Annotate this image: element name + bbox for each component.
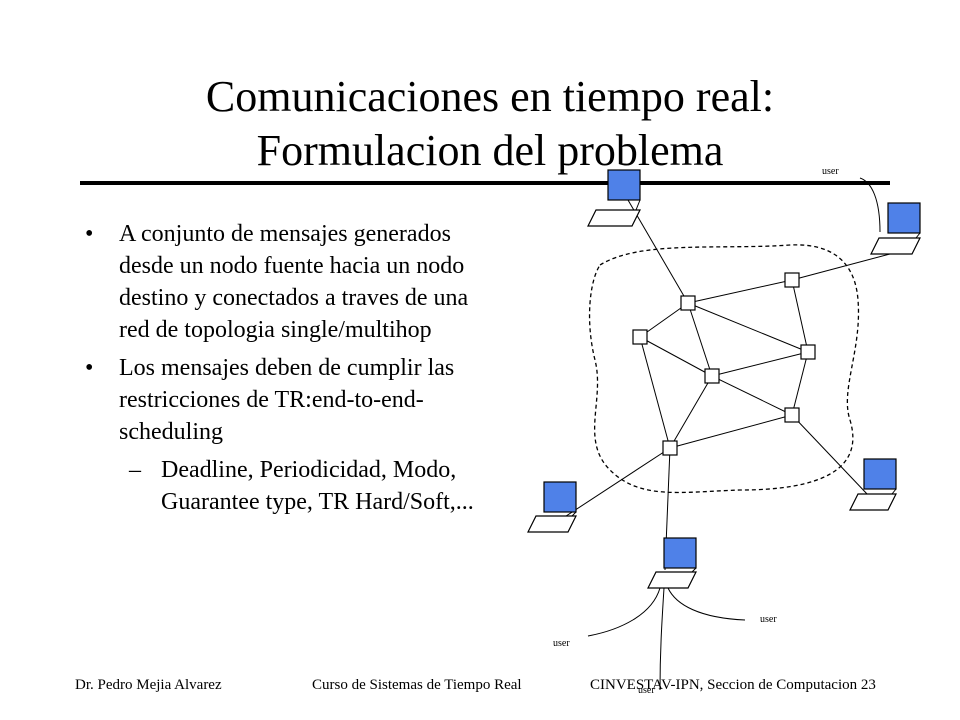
user-label: user — [638, 685, 655, 696]
sub-bullet-mark: – — [129, 457, 141, 483]
network-nodes — [632, 272, 816, 456]
network-links — [559, 199, 906, 571]
computer-icon — [587, 169, 641, 227]
footer-course: Curso de Sistemas de Tiempo Real — [312, 677, 522, 693]
title-line-1: Comunicaciones en tiempo real: — [205, 72, 775, 121]
user-label: user — [760, 614, 777, 625]
user-connections — [587, 177, 881, 691]
network-node — [784, 407, 800, 423]
bullet-list: • A conjunto de mensajes generados desde… — [82, 218, 502, 518]
sub-bullet-text: Deadline, Periodicidad, Modo, Guarantee … — [161, 457, 474, 515]
bullet-mark: • — [85, 355, 94, 381]
footer-author: Dr. Pedro Mejia Alvarez — [75, 677, 222, 693]
computer-icon — [647, 537, 697, 589]
network-node — [662, 440, 678, 456]
network-node — [632, 329, 648, 345]
bullet-text: Los mensajes deben de cumplir las restri… — [119, 355, 455, 445]
network-node — [800, 344, 816, 360]
network-node — [680, 295, 696, 311]
computer-icon — [870, 202, 921, 255]
bullet-text: A conjunto de mensajes generados desde u… — [119, 221, 469, 343]
footer-institution: CINVESTAV-IPN, Seccion de Computacion 23 — [590, 677, 876, 693]
computer-icon — [849, 458, 897, 511]
user-label: user — [553, 638, 570, 649]
network-node — [784, 272, 800, 288]
network-boundary — [588, 244, 860, 494]
bullet-item: • A conjunto de mensajes generados desde… — [82, 218, 502, 346]
title-underline — [80, 181, 890, 185]
computer-icon — [527, 481, 577, 533]
sub-bullet-item: – Deadline, Periodicidad, Modo, Guarante… — [82, 454, 502, 518]
bullet-mark: • — [85, 221, 94, 247]
slide-title: Comunicaciones en tiempo real: Formulaci… — [80, 70, 900, 178]
bullet-item: • Los mensajes deben de cumplir las rest… — [82, 352, 502, 448]
network-node — [704, 368, 720, 384]
title-line-2: Formulacion del problema — [256, 126, 724, 175]
user-label: user — [822, 166, 839, 177]
